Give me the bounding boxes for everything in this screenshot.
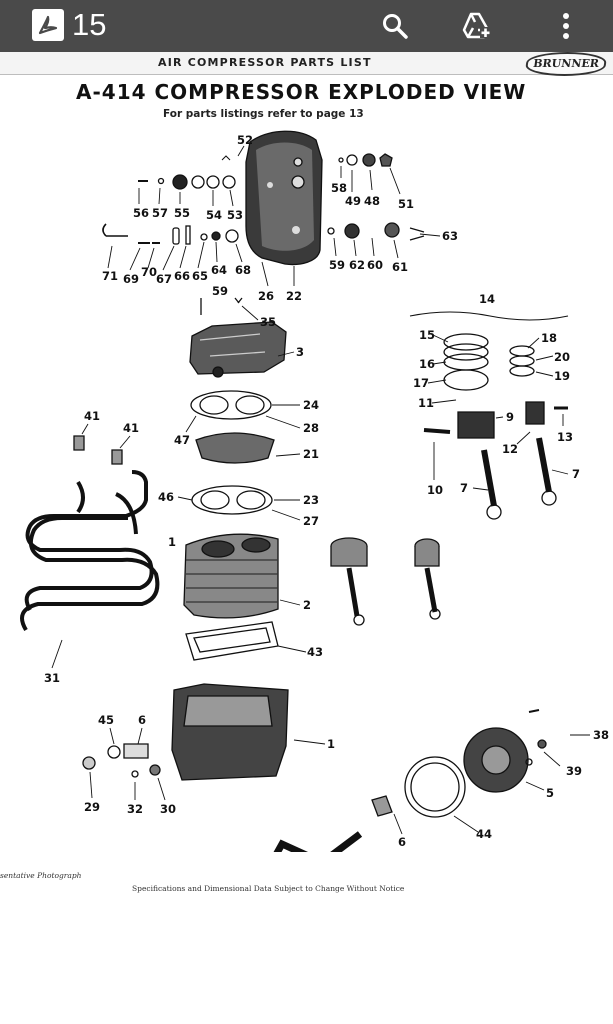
part-label: 20 [554,350,570,364]
part-label: 16 [419,357,435,371]
part-label: 61 [392,260,408,274]
part-label: 69 [123,272,139,286]
part-label: 59 [212,284,228,298]
part-label: 67 [156,272,172,286]
part-label: 70 [141,265,157,279]
parts-list-header: AIR COMPRESSOR PARTS LIST [158,56,372,69]
page-header-strip: AIR COMPRESSOR PARTS LIST BRUNNER [0,52,613,76]
part-label: 41 [123,421,139,435]
page-subtitle: For parts listings refer to page 13 [163,108,364,120]
part-label: 5 [546,786,554,800]
part-label: 62 [349,258,365,272]
part-label: 1 [327,737,335,751]
part-label: 41 [84,409,100,423]
part-label: 1 [168,535,176,549]
search-button[interactable] [375,6,415,46]
part-label: 55 [174,206,190,220]
search-icon [383,14,408,39]
overflow-menu-button[interactable] [546,6,586,46]
part-label: 10 [427,483,443,497]
part-label: 45 [98,713,114,727]
photo-caption: sentative Photograph [0,871,82,880]
exploded-view-diagram: 52 58 49 48 51 56 57 55 54 53 63 71 69 7… [20,130,609,852]
pdf-page[interactable]: AIR COMPRESSOR PARTS LIST BRUNNER A-414 … [0,52,613,900]
part-label: 38 [593,728,609,742]
part-label: 18 [541,331,557,345]
part-label: 58 [331,181,347,195]
part-label: 49 [345,194,361,208]
part-label: 26 [258,289,274,303]
part-label: 6 [398,835,406,849]
part-label: 24 [303,398,319,412]
part-label: 2 [303,598,311,612]
part-label: 57 [152,206,168,220]
part-label: 59 [329,258,345,272]
part-label: 52 [237,133,253,147]
part-label: 35 [260,315,276,329]
part-label: 22 [286,289,302,303]
part-label: 48 [364,194,380,208]
part-label: 11 [418,396,434,410]
drive-add-icon [462,12,491,39]
app-toolbar: 15 [0,0,613,52]
part-label: 14 [479,292,495,306]
overflow-menu-icon [563,13,569,39]
part-label: 28 [303,421,319,435]
part-label: 23 [303,493,319,507]
part-label: 3 [296,345,304,359]
page-title: A-414 COMPRESSOR EXPLODED VIEW [76,80,527,104]
part-label: 46 [158,490,174,504]
part-label: 7 [572,467,580,481]
part-label: 15 [419,328,435,342]
part-label: 47 [174,433,190,447]
part-label: 43 [307,645,323,659]
part-label: 68 [235,263,251,277]
part-label: 6 [138,713,146,727]
part-label: 17 [413,376,429,390]
part-label: 66 [174,269,190,283]
pdf-viewer-icon[interactable] [32,9,64,41]
part-label: 21 [303,447,319,461]
part-label: 56 [133,206,149,220]
page-number: 15 [72,7,107,42]
page-footer: Specifications and Dimensional Data Subj… [132,884,405,893]
part-label: 30 [160,802,176,816]
part-label: 51 [398,197,414,211]
part-label: 27 [303,514,319,528]
part-label: 19 [554,369,570,383]
part-label: 32 [127,802,143,816]
part-label: 53 [227,208,243,222]
add-to-drive-button[interactable] [455,6,495,46]
part-label: 54 [206,208,222,222]
part-label: 63 [442,229,458,243]
part-label: 31 [44,671,60,685]
part-label: 64 [211,263,227,277]
part-label: 29 [84,800,100,814]
part-label: 39 [566,764,582,778]
part-label: 7 [460,481,468,495]
part-label: 9 [506,410,514,424]
part-label: 65 [192,269,208,283]
part-label: 13 [557,430,573,444]
part-label: 12 [502,442,518,456]
part-label: 44 [476,827,492,841]
part-label: 71 [102,269,118,283]
part-label: 60 [367,258,383,272]
